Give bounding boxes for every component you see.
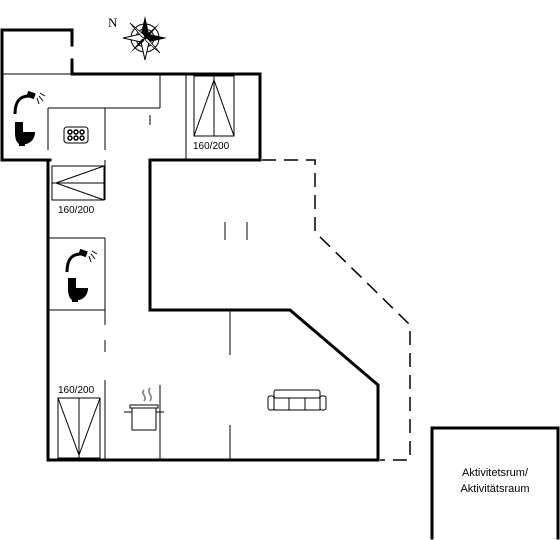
- hob-icon: [63, 126, 89, 144]
- compass-rose-icon: [122, 16, 167, 61]
- exterior-walls: [0, 28, 380, 462]
- bed-bottom-label: 160/200: [58, 385, 95, 396]
- cooking-pot-icon: [124, 387, 164, 431]
- toilet-icon: [15, 122, 35, 146]
- shower-icon: [65, 248, 98, 273]
- bed-top-label: 160/200: [193, 141, 230, 152]
- bed-middle: [51, 165, 105, 201]
- toilet-icon: [68, 278, 88, 302]
- bed-top: [193, 75, 235, 137]
- sofa-icon: [267, 389, 327, 411]
- interior-walls: [2, 73, 248, 460]
- shower-icon: [13, 90, 46, 115]
- bed-middle-label: 160/200: [58, 205, 95, 216]
- bed-bottom: [57, 397, 101, 459]
- terrace-outline: [262, 159, 411, 461]
- annex-building: [430, 426, 560, 540]
- annex-label-line1: Aktivitetsrum/: [462, 467, 529, 479]
- compass-north-label: N: [108, 15, 118, 30]
- annex-label-line2: Aktivitätsraum: [460, 483, 529, 495]
